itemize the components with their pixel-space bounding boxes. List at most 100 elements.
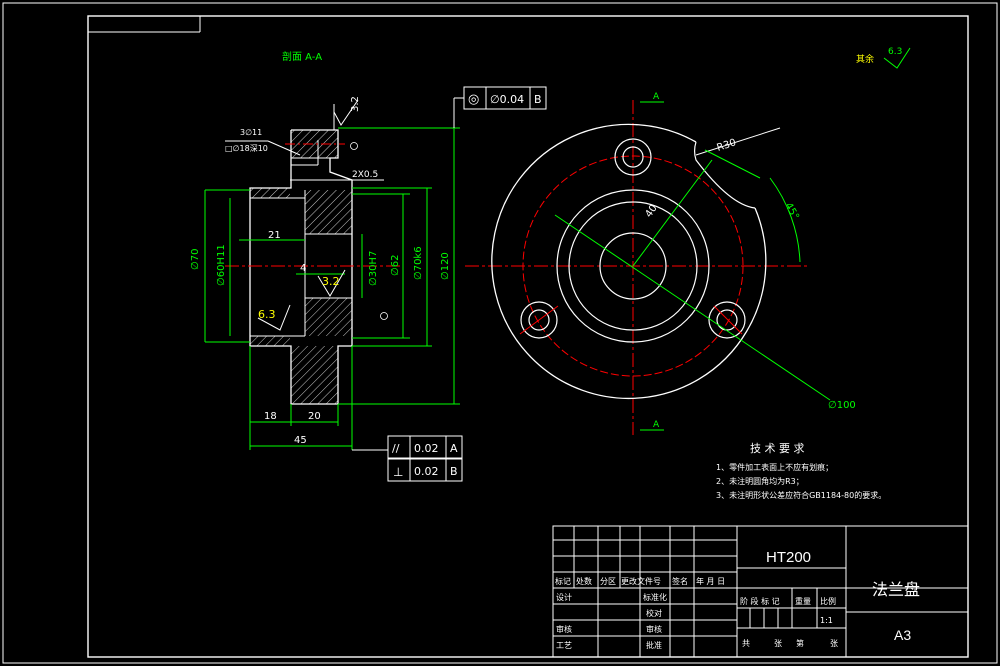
dim-45deg-arc [769,177,801,263]
dim-r30: R30 [716,137,738,154]
tech-req-item-3: 3、未注明形状公差应符合GB1184-80的要求。 [716,490,886,500]
hub-outer-circle [556,189,710,343]
rough-top-value: 3.2 [350,96,361,112]
tol-parallel-frame [387,435,463,459]
roughness-rest-value: 6.3 [888,47,902,57]
datum-circle-top [350,142,358,150]
dim-45: 45 [294,435,307,446]
rough-mid-symbol [317,269,346,297]
roughness-rest-symbol [883,47,911,69]
material: HT200 [766,549,811,566]
dim-45deg: 45° [782,201,800,222]
scale-value: 1:1 [820,616,833,625]
hatch-bottom-flange [291,346,338,404]
bolt-hole-left-inner [528,309,550,331]
tol-perpendicular-symbol: ⊥ [393,465,403,479]
inner-border [87,15,969,658]
sheets-total-label: 共 [742,639,750,648]
row-review: 审核 [556,624,572,634]
hub-inner-circle [568,201,698,331]
roughness-rest-label: 其余 [856,53,874,65]
hatch-hub-bottom [250,336,290,346]
title-block [552,525,969,658]
dim-phi70: ∅70 [190,249,201,270]
dim-r30-leader [695,127,781,156]
hatch-hub-top [250,188,290,198]
dim-45deg-ext [704,149,761,179]
dim-4: 4 [300,263,306,274]
dim-phi100-leader [554,214,831,401]
stage-header: 阶 段 标 记 [740,596,780,606]
rough-mid-value: 3.2 [322,275,340,288]
bolt-hole-right-outer [708,301,746,339]
dim-phi70k6: ∅70k6 [413,246,424,280]
bore-circle [599,232,667,300]
rev-header-count: 处数 [576,576,592,586]
section-title: 剖面 A-A [282,50,322,63]
chamfer-note: 2X0.5 [352,170,378,180]
tol-concentricity-datum: B [534,93,542,106]
bolt-hole-left-outer [520,301,558,339]
tech-req-item-1: 1、零件加工表面上不应有划痕； [716,462,833,472]
dim-18: 18 [264,411,277,422]
rev-header-mark: 标记 [555,576,571,586]
rev-header-sign: 签名 [672,576,688,586]
section-outline [249,129,353,405]
tol-concentricity-frame [463,86,547,110]
scale-header: 比例 [820,596,836,606]
hole-callout-1: 3∅11 [240,128,262,137]
part-name: 法兰盘 [872,580,920,599]
rev-header-zone: 分区 [600,577,616,586]
dim-40: 40 [643,203,659,220]
rev-header-docno: 更改文件号 [621,576,661,586]
dim-phi30h7: ∅30H7 [368,251,379,286]
hole-callout-leader [267,140,301,156]
bolt-hole-right-inner [716,309,738,331]
row-process: 工艺 [556,641,572,650]
tol-concentricity-symbol: ◎ [468,92,479,107]
tol-parallel-symbol: // [392,442,400,455]
tol-parallel-value: 0.02 [414,442,439,455]
tol-perpendicular-datum: B [450,465,458,478]
rough-bore-value: 6.3 [258,308,276,321]
row-approve: 批准 [646,640,662,650]
title-block-frame [552,525,969,658]
bolt-circle [522,155,744,377]
dim-21: 21 [268,230,281,241]
dim-phi60h11: ∅60H11 [216,244,227,286]
row-std: 标准化 [643,592,667,602]
tol-parallel-datum: A [450,442,458,455]
bolt-hole-top-outer [614,138,652,176]
row-audit: 审核 [646,624,662,634]
sheet-size: A3 [894,627,911,643]
tech-req-title: 技 术 要 求 [750,442,805,455]
tech-req-item-2: 2、未注明圆角均为R3； [716,476,804,486]
datum-circle-mid [380,312,388,320]
sheets-unit-1: 张 [774,639,782,648]
tol-concentricity-value: ∅0.04 [490,93,524,106]
tol-perpendicular-value: 0.02 [414,465,439,478]
row-check: 校对 [646,608,662,618]
bolt-hole-top-inner [622,146,644,168]
hole-callout-2: □∅18深10 [225,144,268,153]
hatch-body-lower [305,298,352,336]
section-mark-top: A [653,92,660,102]
sheets-unit-2: 张 [830,639,838,648]
weight-header: 重量 [795,596,811,606]
hatch-body-upper [305,190,352,234]
section-mark-bottom: A [653,420,660,430]
dim-phi62: ∅62 [390,255,401,276]
rough-bore-symbol [257,304,291,331]
rough-top-symbol [333,99,359,126]
front-view: R30 40 45° ∅100 A A [465,92,856,435]
rev-header-date: 年 月 日 [696,576,725,586]
row-design: 设计 [556,592,572,602]
dim-20: 20 [308,411,321,422]
dim-40-line [632,159,713,267]
dim-phi100: ∅100 [828,400,856,411]
sheets-no-label: 第 [796,638,804,648]
flange-outline [491,123,767,400]
dim-phi120: ∅120 [440,252,451,280]
